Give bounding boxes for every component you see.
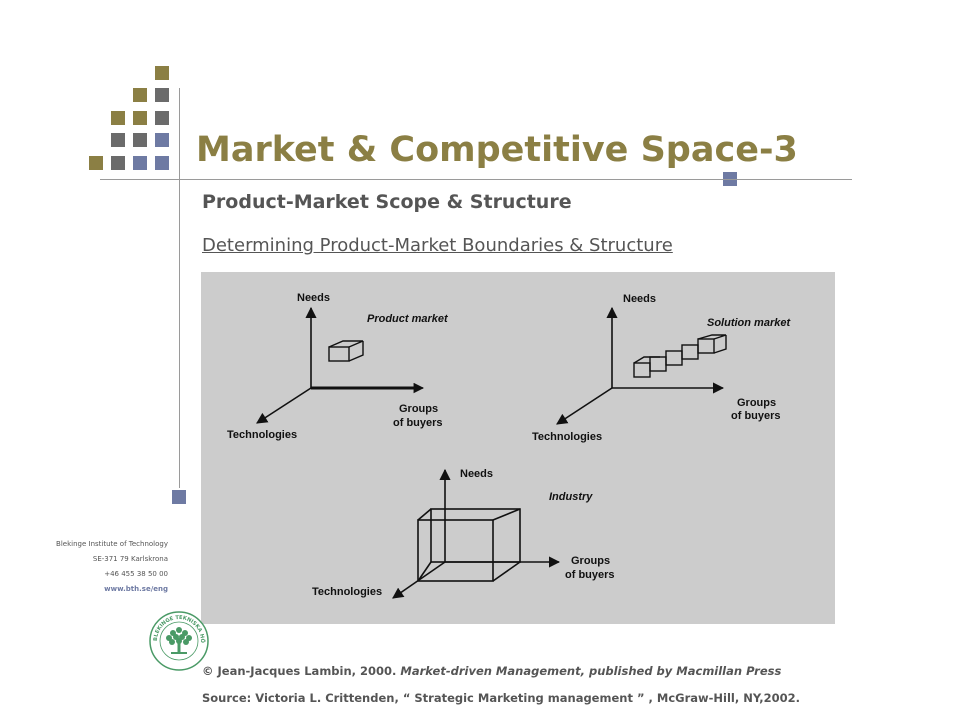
product-market-diagram: Needs Product market Groups of buyers Te… (201, 272, 835, 624)
decor-square (155, 133, 169, 147)
institution-postal: SE-371 79 Karlskrona (92, 555, 168, 563)
decor-square (155, 111, 169, 125)
bth-tree-seal-icon: BLEKINGE TEKNISKA HÖGSKOLA · BTH · (146, 606, 210, 672)
industry-box (417, 508, 521, 582)
industry-label: Industry (549, 491, 593, 503)
solution-market-cubes (633, 334, 727, 378)
product-market-axes (256, 306, 425, 424)
decor-square (155, 88, 169, 102)
solution-technologies-label: Technologies (532, 431, 602, 443)
product-market-cube (328, 340, 364, 362)
decor-square (133, 156, 147, 170)
credit-author: © Jean-Jacques Lambin, 2000. (202, 664, 401, 678)
product-groups-line1: Groups (399, 403, 438, 415)
solution-market-axes (556, 306, 725, 425)
industry-needs-label: Needs (460, 468, 493, 480)
institution-web-link[interactable]: www.bth.se/eng (104, 585, 168, 593)
decor-square (172, 490, 186, 504)
industry-groups-line1: Groups (571, 555, 610, 567)
decor-square (133, 133, 147, 147)
decor-square (89, 156, 103, 170)
decor-square (133, 111, 147, 125)
solution-groups-line2: of buyers (731, 410, 781, 422)
industry-groups-line2: of buyers (565, 569, 615, 581)
slide-title: Market & Competitive Space-3 (196, 130, 798, 170)
slide-subtitle: Product-Market Scope & Structure (202, 191, 572, 213)
product-groups-line2: of buyers (393, 417, 443, 429)
decor-square (155, 156, 169, 170)
solution-needs-label: Needs (623, 293, 656, 305)
product-technologies-label: Technologies (227, 429, 297, 441)
product-market-label: Product market (367, 313, 449, 325)
credit-book-title: Market-driven Management, published by M… (400, 664, 782, 678)
decor-square (155, 66, 169, 80)
institution-phone: +46 455 38 50 00 (104, 570, 168, 578)
credit-line-2: Source: Victoria L. Crittenden, “ Strate… (202, 691, 801, 705)
horizontal-divider (100, 179, 852, 180)
decor-square (111, 111, 125, 125)
credit-line-1: © Jean-Jacques Lambin, 2000. Market-driv… (202, 664, 781, 678)
industry-technologies-label: Technologies (312, 586, 382, 598)
solution-market-label: Solution market (707, 317, 791, 329)
decor-square (111, 156, 125, 170)
product-needs-label: Needs (297, 292, 330, 304)
boundaries-link[interactable]: Determining Product-Market Boundaries & … (202, 235, 673, 256)
vertical-divider (179, 88, 180, 488)
decor-square (133, 88, 147, 102)
decor-square (111, 133, 125, 147)
institution-name: Blekinge Institute of Technology (56, 540, 168, 548)
solution-groups-line1: Groups (737, 397, 776, 409)
